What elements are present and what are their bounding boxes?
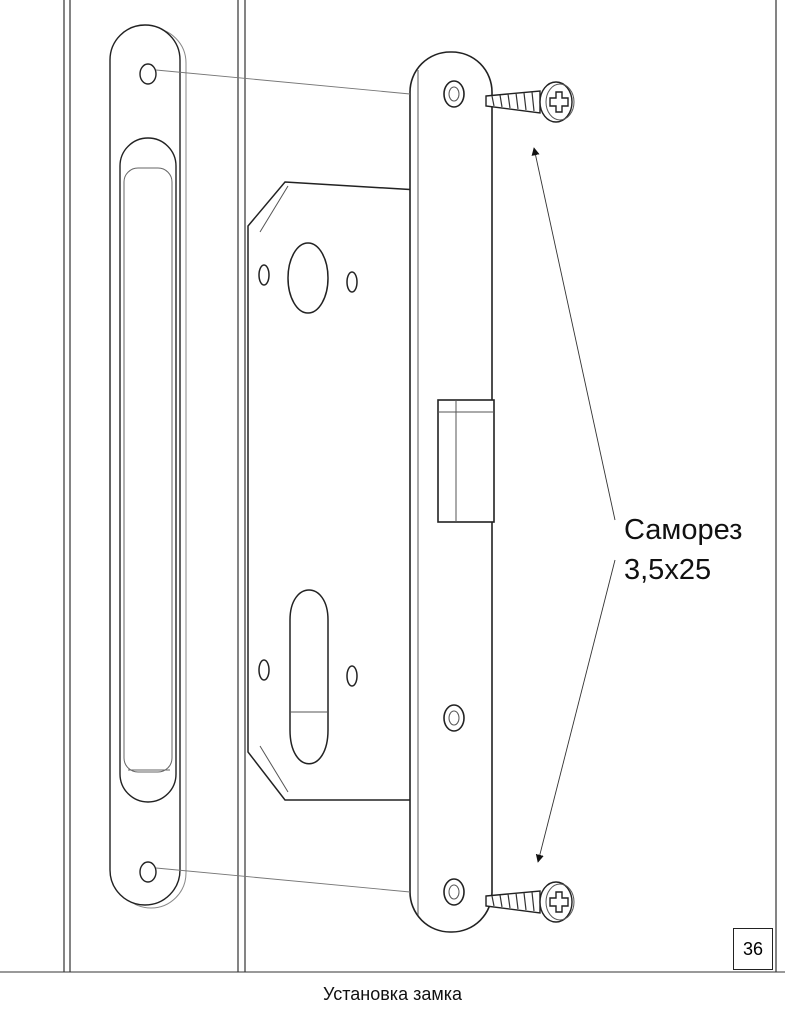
page-number-box: 36 (733, 928, 773, 970)
figure-caption: Установка замка (323, 984, 462, 1004)
lock-body (247, 181, 419, 801)
strike-plate-hole-top (139, 63, 157, 85)
screw-bottom (485, 881, 575, 923)
page-number: 36 (742, 938, 764, 959)
strike-plate (109, 24, 187, 909)
phillips-cross-icon (549, 91, 569, 113)
screw-callout: Саморез 3,5x25 (624, 510, 742, 590)
screw-callout-name: Саморез (624, 514, 743, 546)
phillips-cross-icon (549, 891, 569, 913)
faceplate-screw-hole-bottom (443, 878, 465, 906)
faceplate-screw-hole-middle (443, 704, 465, 732)
alignment-lines (155, 69, 411, 893)
screw-callout-size: 3,5x25 (624, 554, 712, 586)
latch-bolt (437, 399, 495, 523)
screw-top (485, 81, 575, 123)
lock-faceplate (409, 51, 495, 933)
strike-plate-slot (119, 137, 177, 803)
callout-arrows (531, 147, 616, 863)
strike-plate-hole-bottom (139, 861, 157, 883)
lock-body-cylinder-hole (289, 589, 329, 765)
door-frame (0, 0, 785, 973)
faceplate-screw-hole-top (443, 80, 465, 108)
lock-body-knob-hole (287, 242, 329, 314)
